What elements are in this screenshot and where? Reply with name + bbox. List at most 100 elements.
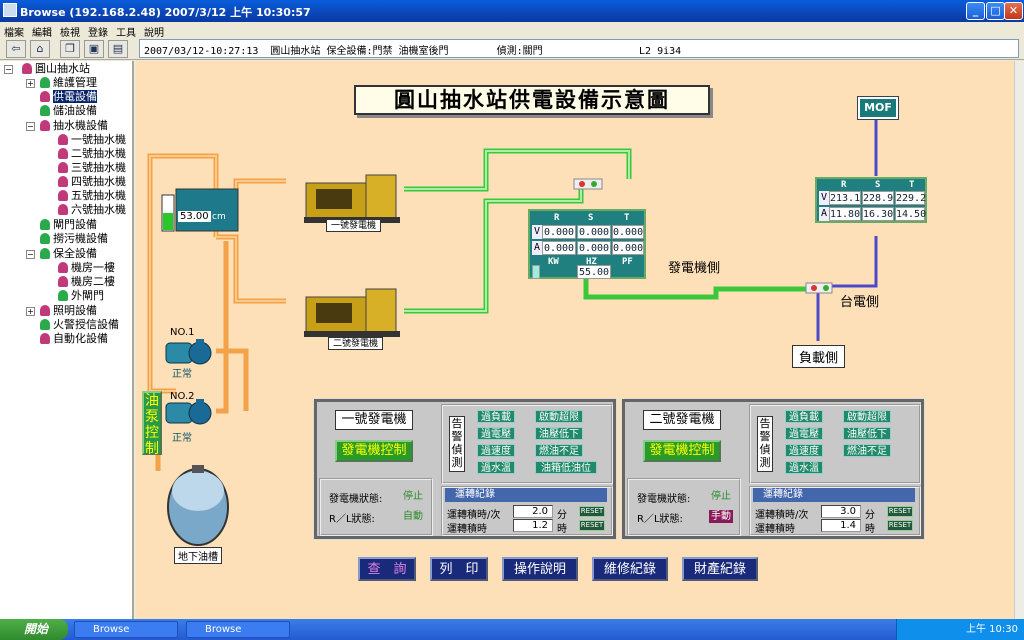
gen-a-r: 0.000 bbox=[542, 241, 576, 255]
maximize-button[interactable]: □ bbox=[986, 2, 1005, 20]
home-icon[interactable]: ⌂ bbox=[30, 40, 50, 58]
menu-view[interactable]: 檢視 bbox=[60, 28, 80, 39]
asset-log-button[interactable]: 財產紀錄 bbox=[682, 557, 758, 581]
alarm-item: 過水溫 bbox=[477, 461, 515, 474]
collapse-icon[interactable]: − bbox=[26, 122, 35, 131]
task-browse-2[interactable]: Browse bbox=[186, 621, 290, 638]
diagram-title: 圓山抽水站供電設備示意圖 bbox=[354, 85, 710, 115]
grid-a-s: 16.30 bbox=[862, 207, 894, 221]
window-icon[interactable]: ▤ bbox=[108, 40, 128, 58]
gen1-run-reset-button[interactable]: RESET bbox=[579, 506, 605, 517]
alarm-item: 過負載 bbox=[785, 410, 823, 423]
gen2-rl-value: 手動 bbox=[709, 510, 733, 523]
generator-2-icon[interactable] bbox=[302, 287, 402, 339]
tree-item[interactable]: 儲油設備 bbox=[40, 104, 97, 118]
gen1-hour-value: 1.2 bbox=[513, 519, 553, 532]
device-icon bbox=[58, 276, 68, 287]
menu-tools[interactable]: 工具 bbox=[116, 28, 136, 39]
start-button[interactable]: 開始 bbox=[0, 619, 68, 640]
tree-item[interactable]: 外閘門 bbox=[58, 289, 104, 303]
oil-pump-control-button[interactable]: 油泵控制 bbox=[142, 391, 162, 457]
pump-2-icon[interactable] bbox=[164, 397, 212, 431]
grid-v-s: 228.9 bbox=[862, 191, 894, 205]
generator-2-label: 二號發電機 bbox=[328, 337, 384, 350]
gen2-record-title: 運轉紀錄 bbox=[753, 488, 915, 502]
collapse-icon[interactable]: − bbox=[4, 65, 13, 74]
alarm-item: 油箱低油位 bbox=[535, 461, 597, 474]
tree-item[interactable]: 二號抽水機 bbox=[58, 147, 126, 161]
gen-v-s: 0.000 bbox=[577, 225, 611, 239]
device-icon bbox=[40, 120, 50, 131]
gen2-hour-reset-button[interactable]: RESET bbox=[887, 520, 913, 531]
maintenance-log-button[interactable]: 維修紀錄 bbox=[592, 557, 668, 581]
device-icon bbox=[58, 148, 68, 159]
device-icon bbox=[40, 91, 50, 102]
copy-icon[interactable]: ❐ bbox=[60, 40, 80, 58]
tree-item[interactable]: 閘門設備 bbox=[40, 218, 97, 232]
col-r: R bbox=[841, 180, 847, 190]
alarm-item: 過電壓 bbox=[477, 427, 515, 440]
tree-item[interactable]: 撈污機設備 bbox=[40, 232, 108, 246]
load-side-label: 負載側 bbox=[792, 345, 846, 368]
gen1-state-box: 發電機狀態: 停止 R／L狀態: 自動 bbox=[319, 478, 433, 536]
menu-help[interactable]: 說明 bbox=[144, 28, 164, 39]
alarm-item: 過速度 bbox=[785, 444, 823, 457]
gen1-hour-reset-button[interactable]: RESET bbox=[579, 520, 605, 531]
tree-item[interactable]: 六號抽水機 bbox=[58, 203, 126, 217]
generator-1-label: 一號發電機 bbox=[326, 219, 382, 232]
tree-item[interactable]: 維護管理 bbox=[40, 76, 97, 90]
gen2-alarm-box: 告警偵測 過負載 啟動超限 過電壓 油壓低下 過速度 燃油不足 過水溫 bbox=[749, 404, 921, 484]
gen2-state-label: 發電機狀態: bbox=[637, 494, 691, 505]
tree-item-root[interactable]: 圓山抽水站 bbox=[22, 62, 90, 76]
manual-button[interactable]: 操作說明 bbox=[502, 557, 578, 581]
col-t: T bbox=[624, 213, 630, 223]
pump-1-icon[interactable] bbox=[164, 337, 212, 371]
grid-a-r: 11.80 bbox=[829, 207, 861, 221]
tree-item[interactable]: 機房一樓 bbox=[58, 261, 115, 275]
close-button[interactable]: ✕ bbox=[1004, 2, 1023, 20]
taskbar: 開始 Browse Browse 上午 10:30 bbox=[0, 619, 1024, 640]
device-icon bbox=[40, 77, 50, 88]
gen1-run-value: 2.0 bbox=[513, 505, 553, 518]
alarm-item: 啟動超限 bbox=[843, 410, 891, 423]
gen1-control-button[interactable]: 發電機控制 bbox=[335, 440, 413, 462]
menu-login[interactable]: 登錄 bbox=[88, 28, 108, 39]
grid-side-label: 台電側 bbox=[840, 295, 880, 310]
tree-item[interactable]: 機房二樓 bbox=[58, 275, 115, 289]
gen1-run-unit: 分 bbox=[557, 510, 567, 521]
tree-item[interactable]: 五號抽水機 bbox=[58, 189, 126, 203]
pump-2-status: 正常 bbox=[172, 433, 192, 444]
underground-tank-icon bbox=[167, 465, 229, 546]
back-icon[interactable]: ⇦ bbox=[6, 40, 26, 58]
tree-item[interactable]: 照明設備 bbox=[40, 304, 97, 318]
folder-icon[interactable]: ▣ bbox=[84, 40, 104, 58]
vertical-scrollbar[interactable] bbox=[1014, 61, 1024, 619]
tree-item[interactable]: 一號抽水機 bbox=[58, 133, 126, 147]
query-button[interactable]: 查 詢 bbox=[358, 557, 416, 581]
tree-item[interactable]: 火警授信設備 bbox=[40, 318, 119, 332]
task-browse-1[interactable]: Browse bbox=[74, 621, 178, 638]
tree-item[interactable]: 四號抽水機 bbox=[58, 175, 126, 189]
collapse-icon[interactable]: − bbox=[26, 250, 35, 259]
device-icon bbox=[40, 248, 50, 259]
gen1-alarm-box: 告警偵測 過負載 啟動超限 過電壓 油壓低下 過速度 燃油不足 過水溫 油箱低油… bbox=[441, 404, 613, 484]
tree-item[interactable]: 保全設備 bbox=[40, 247, 97, 261]
gen2-run-reset-button[interactable]: RESET bbox=[887, 506, 913, 517]
tree-item[interactable]: 三號抽水機 bbox=[58, 161, 126, 175]
minimize-button[interactable]: _ bbox=[966, 2, 985, 20]
gen2-control-button[interactable]: 發電機控制 bbox=[643, 440, 721, 462]
tree-item[interactable]: 抽水機設備 bbox=[40, 119, 108, 133]
generator-1-icon[interactable] bbox=[302, 173, 402, 225]
alarm-item: 燃油不足 bbox=[843, 444, 891, 457]
tree-item[interactable]: 自動化設備 bbox=[40, 332, 108, 346]
gen1-rl-label: R／L狀態: bbox=[329, 514, 375, 525]
tree-item-selected[interactable]: 供電設備 bbox=[40, 90, 97, 104]
menu-file[interactable]: 檔案 bbox=[4, 28, 24, 39]
menu-edit[interactable]: 編輯 bbox=[32, 28, 52, 39]
expand-icon[interactable]: + bbox=[26, 307, 35, 316]
window-titlebar: Browse (192.168.2.48) 2007/3/12 上午 10:30… bbox=[0, 0, 1024, 22]
generator-1-panel: 一號發電機 發電機控制 告警偵測 過負載 啟動超限 過電壓 油壓低下 過速度 燃… bbox=[313, 398, 617, 540]
col-s: S bbox=[588, 213, 594, 223]
expand-icon[interactable]: + bbox=[26, 79, 35, 88]
print-button[interactable]: 列 印 bbox=[430, 557, 488, 581]
